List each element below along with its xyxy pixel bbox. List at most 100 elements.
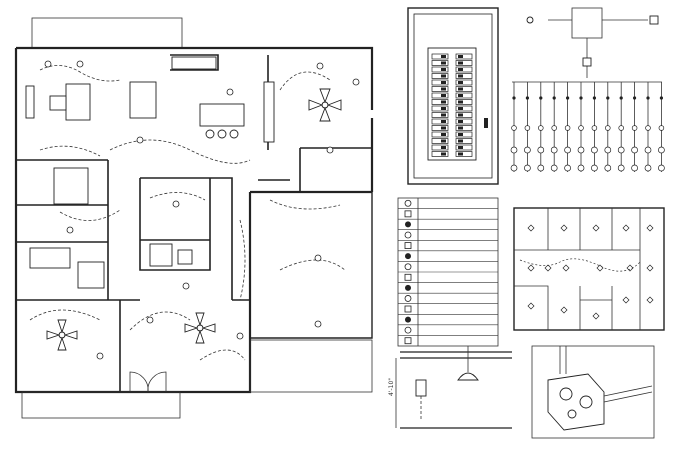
branch-fixture — [550, 146, 558, 154]
branch-node — [525, 96, 530, 100]
bathtub — [29, 247, 71, 269]
mini-fixture-icon — [646, 296, 654, 304]
breaker — [455, 86, 473, 92]
mini-plan — [513, 207, 665, 331]
mini-fixture-icon — [527, 302, 535, 310]
breaker-toggle — [441, 133, 446, 136]
breaker-toggle — [458, 55, 463, 58]
coffee-table — [49, 95, 67, 111]
ceiling-fan-icon — [46, 319, 78, 351]
breaker-toggle — [441, 139, 446, 143]
door-swing — [129, 371, 149, 393]
breaker-toggle — [441, 94, 446, 97]
breaker-toggle — [458, 81, 463, 84]
branch-device — [618, 125, 624, 131]
branch-device — [605, 125, 611, 131]
bed — [53, 167, 89, 205]
breaker — [431, 151, 449, 157]
branch-fixture — [537, 146, 545, 154]
riser-branches — [510, 82, 665, 172]
breaker — [431, 112, 449, 118]
top-porch — [31, 17, 183, 49]
breaker-toggle — [458, 113, 463, 117]
disconnect-icon — [649, 15, 659, 25]
breaker-toggle — [458, 87, 463, 91]
branch-outlet — [550, 164, 558, 172]
branch-outlet — [537, 164, 545, 172]
breaker-toggle — [458, 120, 463, 123]
branch-outlet — [510, 164, 518, 172]
breaker — [455, 112, 473, 118]
toilet — [177, 249, 193, 265]
breaker-rows — [431, 53, 473, 157]
branch-fixture — [631, 146, 638, 154]
branch-fixture — [604, 146, 612, 154]
mini-fixture-icon — [560, 224, 568, 232]
counter-run — [263, 81, 275, 143]
mini-plan-fixtures — [519, 224, 654, 320]
symbol-legend — [397, 197, 499, 347]
circuit-runs — [29, 65, 346, 361]
breaker-toggle — [441, 146, 446, 149]
bottom-porch — [21, 391, 181, 419]
legend-symbol — [404, 337, 412, 345]
mini-fixture-icon — [592, 224, 600, 232]
branch-node — [659, 96, 664, 100]
legend-symbol — [404, 210, 412, 218]
mini-fixture-icon — [596, 264, 604, 272]
breaker-toggle — [441, 87, 446, 91]
breaker — [455, 131, 473, 138]
breaker-toggle — [441, 113, 446, 117]
branch-device — [511, 125, 517, 131]
breaker — [431, 86, 449, 92]
legend-symbol — [404, 273, 412, 281]
breaker-toggle — [458, 68, 463, 71]
branch-node — [592, 96, 597, 100]
dining-table — [129, 81, 157, 119]
branch-device — [551, 125, 557, 131]
panel-icon — [582, 57, 592, 67]
branch-outlet — [631, 164, 638, 172]
garage-walls — [250, 192, 373, 339]
branch-outlet — [658, 164, 665, 172]
breaker — [455, 138, 473, 144]
mini-circuit-run — [519, 258, 641, 272]
breaker-toggle — [441, 81, 446, 84]
mini-fixture-icon — [646, 264, 654, 272]
breaker-toggle — [458, 94, 463, 97]
legend-symbol — [404, 326, 412, 334]
tub-2 — [149, 243, 173, 267]
door-swing — [147, 371, 167, 393]
breaker — [431, 92, 449, 99]
branch-device — [578, 125, 584, 131]
branch-device — [645, 125, 651, 131]
breaker — [455, 73, 473, 79]
branch-outlet — [577, 164, 585, 172]
breaker — [455, 53, 473, 60]
breaker — [431, 99, 449, 105]
mini-fixture-icon — [544, 264, 552, 272]
breaker — [455, 92, 473, 99]
legend-symbol — [404, 305, 412, 313]
fireplace — [25, 85, 35, 119]
branch-node — [552, 96, 556, 100]
mini-plan-walls — [514, 208, 641, 330]
branch-node — [579, 96, 583, 100]
breaker — [455, 118, 473, 125]
junction-box-icon — [547, 373, 605, 431]
shower — [77, 261, 105, 289]
legend-symbol — [405, 284, 411, 291]
branch-device — [631, 125, 638, 131]
exterior-walls — [14, 46, 374, 394]
breaker-toggle — [441, 55, 446, 58]
branch-node — [646, 96, 650, 100]
breaker-toggle — [441, 61, 446, 65]
branch-node — [633, 96, 637, 100]
ceiling-fan-icon — [308, 88, 342, 122]
service-icon — [526, 16, 534, 24]
branch-outlet — [591, 164, 598, 172]
mini-fixture-icon — [527, 224, 535, 232]
breaker — [431, 105, 449, 112]
breaker-toggle — [458, 146, 463, 149]
